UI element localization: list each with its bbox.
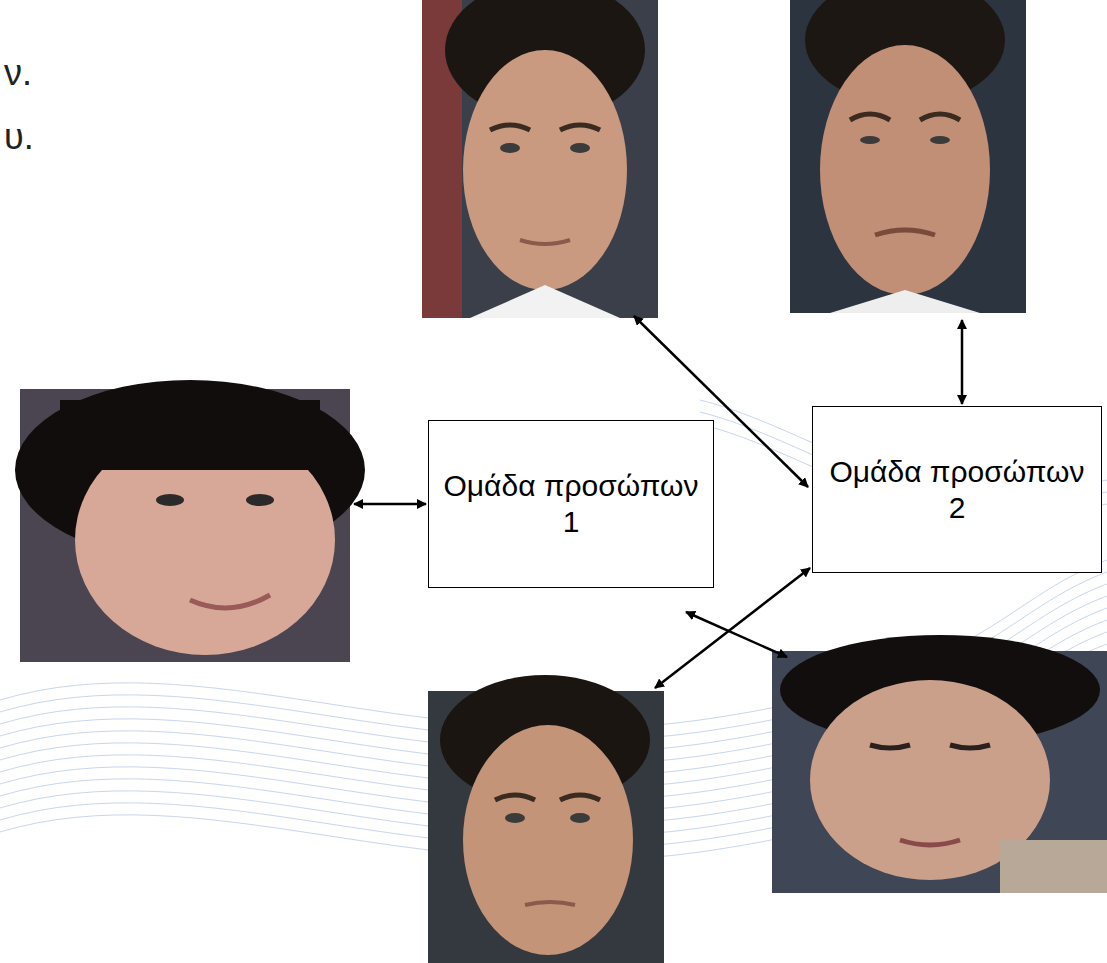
box-label: Ομάδα προσώπων 2 — [827, 454, 1087, 526]
face-photo — [422, 0, 658, 318]
slide-text-fragment: ν. — [4, 52, 32, 94]
box-label: Ομάδα προσώπων 1 — [443, 468, 699, 540]
face-photo — [428, 675, 664, 963]
slide-text-fragment: υ. — [4, 116, 34, 158]
face-photo — [772, 635, 1107, 893]
group-box: Ομάδα προσώπων 1 — [428, 420, 714, 588]
face-photo — [790, 0, 1026, 313]
face-photo — [15, 380, 365, 662]
group-box: Ομάδα προσώπων 2 — [812, 406, 1102, 573]
